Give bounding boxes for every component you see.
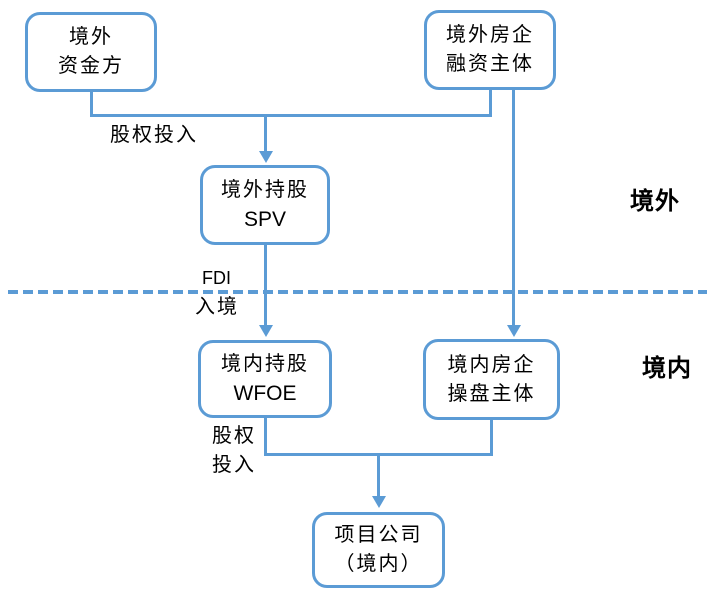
- connector-top-horizontal-trunk: [90, 114, 492, 117]
- node-offshore-capital-line2: 资金方: [58, 55, 124, 77]
- connector-bottom-horizontal-trunk: [264, 453, 493, 456]
- node-offshore-financier-line1: 境外房企: [446, 24, 534, 46]
- arrowhead-to-spv: [259, 151, 273, 163]
- node-onshore-wfoe-line2: WFOE: [233, 382, 297, 405]
- node-project-company-line1: 项目公司: [334, 524, 423, 546]
- connector-capital-down-stub: [90, 91, 93, 117]
- connector-spv-to-wfoe-line: [264, 245, 267, 326]
- node-onshore-wfoe: 境内持股 WFOE: [198, 340, 332, 418]
- connector-financier-to-operator-line: [512, 89, 515, 326]
- node-onshore-wfoe-line1: 境内持股: [221, 353, 309, 375]
- node-offshore-financier: 境外房企 融资主体: [424, 10, 556, 90]
- node-offshore-spv-line2: SPV: [243, 208, 287, 231]
- connector-to-project-line: [377, 456, 380, 497]
- label-equity-invest-bottom: 股权 投入: [212, 425, 256, 476]
- node-project-company-line2: （境内）: [334, 553, 423, 575]
- node-onshore-operator-line2: 操盘主体: [447, 382, 536, 405]
- node-offshore-financier-line2: 融资主体: [446, 53, 534, 75]
- node-onshore-operator: 境内房企 操盘主体: [423, 339, 560, 420]
- arrowhead-to-wfoe: [259, 325, 273, 337]
- connector-operator-down-stub: [490, 419, 493, 456]
- node-onshore-operator-line1: 境内房企: [447, 353, 536, 376]
- connector-to-spv-line: [264, 117, 267, 153]
- connector-financier-down-stub: [489, 89, 492, 117]
- label-region-offshore: 境外: [630, 188, 680, 215]
- label-fdi: FDI: [202, 268, 231, 288]
- label-equity-invest-top: 股权投入: [110, 124, 198, 146]
- node-project-company: 项目公司 （境内）: [312, 512, 445, 588]
- node-offshore-capital: 境外 资金方: [25, 12, 157, 92]
- label-region-onshore: 境内: [642, 355, 692, 382]
- arrowhead-to-operator: [507, 325, 521, 337]
- arrowhead-to-project: [372, 496, 386, 508]
- label-entry: 入境: [195, 296, 239, 318]
- node-offshore-spv: 境外持股 SPV: [200, 165, 330, 245]
- node-offshore-spv-line1: 境外持股: [221, 179, 309, 201]
- offshore-onshore-boundary-dashed-line: [8, 290, 707, 294]
- node-offshore-capital-line1: 境外: [69, 26, 113, 48]
- connector-wfoe-down-stub: [264, 417, 267, 456]
